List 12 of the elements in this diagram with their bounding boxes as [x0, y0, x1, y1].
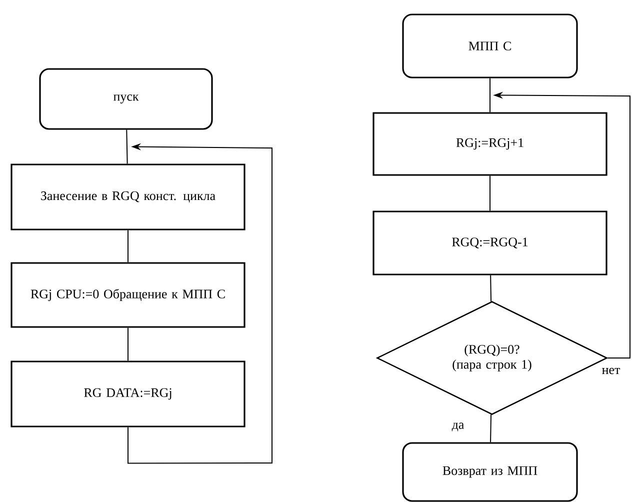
process-box: RGj CPU:=0 Обращение к МПП С	[10, 262, 246, 328]
terminal-box: пуск	[39, 68, 213, 130]
connector-line	[490, 414, 492, 443]
connector-line	[490, 274, 492, 302]
process-box: Занесение в RGQ конст. цикла	[10, 164, 246, 230]
terminal-box: МПП С	[402, 14, 578, 78]
connector-line	[126, 129, 128, 164]
process-box: RG DATA:=RGj	[10, 360, 246, 428]
process-box: RGQ:=RGQ-1	[372, 210, 608, 276]
terminal-box: Возврат из МПП	[402, 442, 578, 502]
process-box: RGj:=RGj+1	[372, 112, 608, 176]
edge-label: да	[450, 422, 466, 432]
